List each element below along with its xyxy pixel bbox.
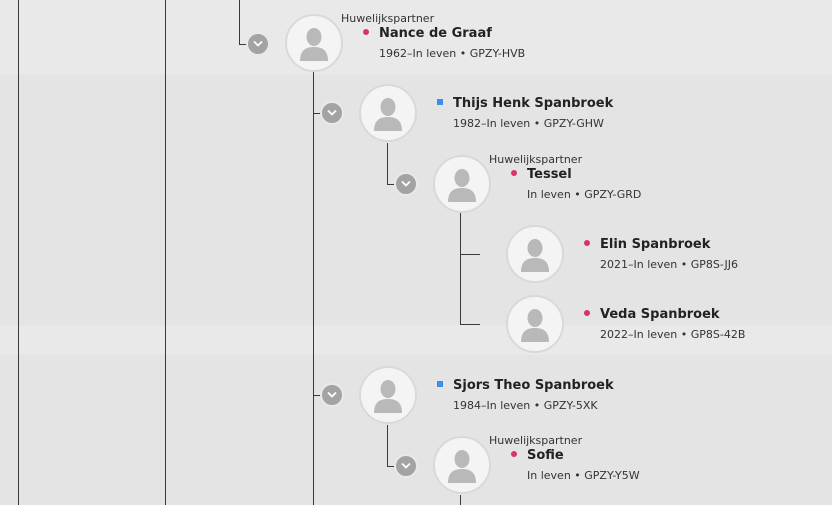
tree-line	[239, 0, 240, 44]
person-silhouette-icon	[521, 239, 549, 272]
tree-line	[460, 213, 461, 324]
person-name[interactable]: Tessel	[527, 167, 572, 182]
male-marker-icon	[437, 381, 443, 387]
person-lifespan-id: 2021–In leven • GP8S-JJ6	[600, 258, 738, 271]
chevron-down-icon	[327, 391, 337, 398]
chevron-down-icon	[253, 40, 263, 47]
tree-line	[18, 0, 19, 505]
person-silhouette-icon	[448, 169, 476, 202]
tree-line	[460, 324, 480, 325]
person-name[interactable]: Veda Spanbroek	[600, 307, 720, 322]
person-lifespan-id: 1982–In leven • GPZY-GHW	[453, 117, 604, 130]
person-silhouette-icon	[521, 309, 549, 342]
avatar[interactable]	[506, 225, 564, 283]
tree-line	[239, 44, 251, 45]
avatar[interactable]	[285, 14, 343, 72]
person-silhouette-icon	[300, 28, 328, 61]
tree-line	[387, 184, 399, 185]
avatar[interactable]	[433, 155, 491, 213]
relation-label: Huwelijkspartner	[489, 153, 583, 166]
female-marker-icon	[584, 240, 590, 246]
person-card-sjors[interactable]: Sjors Theo Spanbroek 1984–In leven • GPZY…	[359, 366, 759, 430]
person-card-veda[interactable]: Veda Spanbroek 2022–In leven • GP8S-42B	[506, 295, 832, 359]
person-name[interactable]: Elin Spanbroek	[600, 237, 711, 252]
tree-line	[460, 495, 461, 505]
tree-line	[387, 143, 388, 184]
person-silhouette-icon	[374, 380, 402, 413]
expand-toggle-thijs[interactable]	[320, 101, 344, 125]
female-marker-icon	[363, 29, 369, 35]
tree-line	[313, 395, 325, 396]
expand-toggle-sjors[interactable]	[320, 383, 344, 407]
person-lifespan-id: In leven • GPZY-Y5W	[527, 469, 640, 482]
female-marker-icon	[511, 170, 517, 176]
tree-line	[387, 466, 399, 467]
avatar[interactable]	[433, 436, 491, 494]
chevron-down-icon	[401, 180, 411, 187]
person-lifespan-id: In leven • GPZY-GRD	[527, 188, 642, 201]
person-silhouette-icon	[448, 450, 476, 483]
tree-line	[460, 254, 480, 255]
person-silhouette-icon	[374, 98, 402, 131]
female-marker-icon	[511, 451, 517, 457]
expand-toggle-sofie[interactable]	[394, 454, 418, 478]
person-name[interactable]: Thijs Henk Spanbroek	[453, 96, 614, 111]
background-band	[0, 355, 832, 505]
person-name[interactable]: Sjors Theo Spanbroek	[453, 378, 614, 393]
avatar[interactable]	[359, 84, 417, 142]
person-lifespan-id: 1962–In leven • GPZY-HVB	[379, 47, 526, 60]
relation-label: Huwelijkspartner	[341, 12, 435, 25]
chevron-down-icon	[401, 462, 411, 469]
tree-line	[313, 72, 314, 505]
person-card-thijs[interactable]: Thijs Henk Spanbroek 1982–In leven • GPZY…	[359, 84, 759, 148]
tree-line	[165, 0, 166, 505]
male-marker-icon	[437, 99, 443, 105]
tree-line	[313, 113, 325, 114]
female-marker-icon	[584, 310, 590, 316]
expand-toggle-tessel[interactable]	[394, 172, 418, 196]
person-name[interactable]: Sofie	[527, 448, 564, 463]
avatar[interactable]	[359, 366, 417, 424]
chevron-down-icon	[327, 109, 337, 116]
expand-toggle-nance[interactable]	[246, 32, 270, 56]
relation-label: Huwelijkspartner	[489, 434, 583, 447]
person-lifespan-id: 1984–In leven • GPZY-5XK	[453, 399, 598, 412]
avatar[interactable]	[506, 295, 564, 353]
tree-line	[387, 425, 388, 466]
person-card-elin[interactable]: Elin Spanbroek 2021–In leven • GP8S-JJ6	[506, 225, 832, 289]
person-lifespan-id: 2022–In leven • GP8S-42B	[600, 328, 746, 341]
person-name[interactable]: Nance de Graaf	[379, 26, 492, 41]
